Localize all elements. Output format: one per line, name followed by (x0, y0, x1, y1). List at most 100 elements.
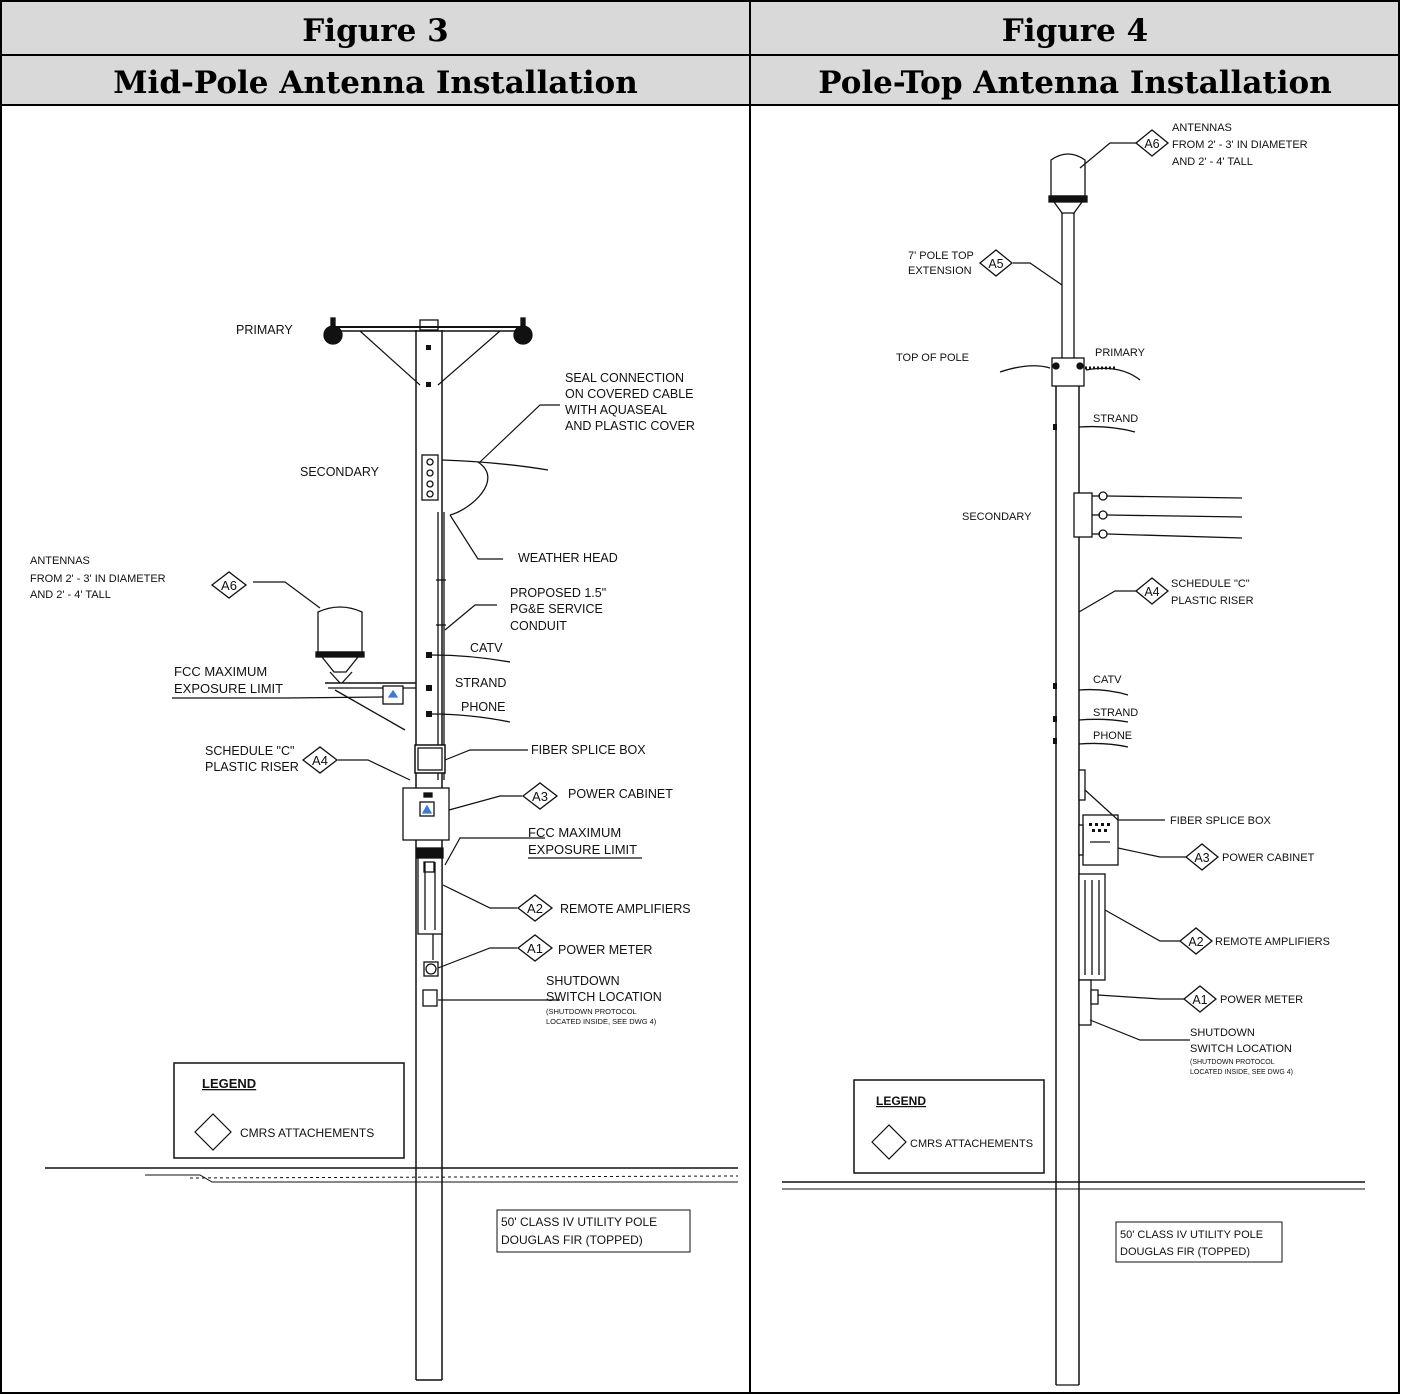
label-extension-1: 7' POLE TOP (908, 250, 974, 262)
label-fcc-2b: EXPOSURE LIMIT (528, 842, 637, 857)
label-riser-2: PLASTIC RISER (205, 760, 299, 774)
figure-4-title: Pole-Top Antenna Installation (818, 65, 1332, 101)
figure-3-labels: PRIMARY SEAL CONNECTION ON COVERED CABLE… (30, 323, 695, 1026)
figure-3-title: Mid-Pole Antenna Installation (113, 65, 638, 101)
tag-a1: A1 (1182, 985, 1218, 1013)
label-fiber: FIBER SPLICE BOX (1170, 815, 1272, 827)
tag-a5: A5 (978, 249, 1014, 277)
label-seal-4: AND PLASTIC COVER (565, 419, 695, 433)
label-phone: PHONE (461, 700, 505, 714)
svg-text:DOUGLAS FIR (TOPPED): DOUGLAS FIR (TOPPED) (1120, 1246, 1250, 1258)
label-strand: STRAND (1093, 413, 1138, 425)
figure-4-legend: LEGEND CMRS ATTACHEMENTS (853, 1079, 1045, 1174)
label-shutdown-2: SWITCH LOCATION (1190, 1043, 1292, 1055)
label-fiber: FIBER SPLICE BOX (531, 743, 646, 757)
label-shutdown-2: SWITCH LOCATION (546, 990, 662, 1004)
label-seal-1: SEAL CONNECTION (565, 371, 684, 385)
label-shutdown-note-2: LOCATED INSIDE, SEE DWG 4) (1190, 1069, 1293, 1076)
svg-text:50' CLASS IV UTILITY POLE: 50' CLASS IV UTILITY POLE (501, 1215, 657, 1229)
label-meter: POWER METER (1220, 994, 1303, 1006)
svg-text:A3: A3 (532, 789, 548, 804)
label-power-cabinet: POWER CABINET (1222, 852, 1315, 864)
label-shutdown-note-1: (SHUTDOWN PROTOCOL (546, 1007, 637, 1016)
legend-item: CMRS ATTACHEMENTS (240, 1126, 374, 1140)
legend-item: CMRS ATTACHEMENTS (910, 1138, 1033, 1150)
label-top-of-pole: TOP OF POLE (896, 352, 969, 364)
label-antennas-3: AND 2' - 4' TALL (30, 589, 111, 601)
label-strand: STRAND (455, 676, 506, 690)
figure-4-labels: ANTENNAS FROM 2' - 3' IN DIAMETER AND 2'… (896, 122, 1330, 1076)
label-conduit-1: PROPOSED 1.5" (510, 586, 606, 600)
label-strand-2: STRAND (1093, 707, 1138, 719)
figure-3-tags: A6 A4 A3 A2 A1 (210, 571, 559, 962)
label-shutdown-note-2: LOCATED INSIDE, SEE DWG 4) (546, 1017, 657, 1026)
svg-text:A2: A2 (1188, 935, 1203, 949)
label-riser-2: PLASTIC RISER (1171, 595, 1254, 607)
tag-a2: A2 (1178, 927, 1214, 955)
label-primary: PRIMARY (236, 323, 293, 337)
svg-text:A4: A4 (1144, 585, 1159, 599)
label-shutdown-note-1: (SHUTDOWN PROTOCOL (1190, 1059, 1275, 1066)
label-conduit-2: PG&E SERVICE (510, 602, 603, 616)
label-antennas-1: ANTENNAS (1172, 122, 1232, 134)
figure-3-leaders (172, 404, 642, 1001)
label-fcc-1a: FCC MAXIMUM (174, 664, 267, 679)
label-power-cabinet: POWER CABINET (568, 787, 673, 801)
svg-text:A2: A2 (527, 901, 543, 916)
label-fcc-2a: FCC MAXIMUM (528, 825, 621, 840)
figure-3-legend: LEGEND CMRS ATTACHEMENTS (173, 1062, 405, 1159)
tag-a3: A3 (521, 782, 559, 810)
label-seal-2: ON COVERED CABLE (565, 387, 694, 401)
legend-title: LEGEND (876, 1094, 926, 1108)
label-extension-2: EXTENSION (908, 265, 972, 277)
label-meter: POWER METER (558, 943, 652, 957)
tag-a4: A4 (301, 746, 339, 774)
tag-a3: A3 (1184, 843, 1220, 871)
label-secondary: SECONDARY (962, 511, 1032, 523)
tag-a6: A6 (210, 571, 248, 599)
label-seal-3: WITH AQUASEAL (565, 403, 667, 417)
figure-3-number: Figure 3 (302, 13, 449, 49)
svg-text:DOUGLAS FIR (TOPPED): DOUGLAS FIR (TOPPED) (501, 1233, 643, 1247)
header-background (2, 2, 1399, 105)
label-shutdown-1: SHUTDOWN (546, 974, 620, 988)
label-amplifiers: REMOTE AMPLIFIERS (560, 902, 691, 916)
tag-a1: A1 (516, 934, 554, 962)
tag-a2: A2 (516, 894, 554, 922)
label-amplifiers: REMOTE AMPLIFIERS (1215, 936, 1330, 948)
svg-text:A6: A6 (1144, 137, 1159, 151)
label-antennas-1: ANTENNAS (30, 555, 90, 567)
svg-text:A3: A3 (1194, 851, 1209, 865)
tag-a6: A6 (1134, 129, 1170, 157)
svg-text:A1: A1 (527, 941, 543, 956)
label-antennas-2: FROM 2' - 3' IN DIAMETER (30, 573, 166, 585)
label-catv: CATV (1093, 674, 1122, 686)
figure-4-number: Figure 4 (1001, 13, 1149, 49)
figure-4-tags: A6 A5 A4 A3 A2 A1 (978, 129, 1220, 1013)
label-conduit-3: CONDUIT (510, 619, 567, 633)
label-primary: PRIMARY (1095, 347, 1146, 359)
figure-3-drawing (45, 317, 739, 1381)
label-weather-head: WEATHER HEAD (518, 551, 618, 565)
label-fcc-1b: EXPOSURE LIMIT (174, 681, 283, 696)
label-antennas-2: FROM 2' - 3' IN DIAMETER (1172, 139, 1308, 151)
label-riser-1: SCHEDULE "C" (205, 744, 294, 758)
figure-4-pole-label: 50' CLASS IV UTILITY POLE DOUGLAS FIR (T… (1115, 1221, 1283, 1263)
label-antennas-3: AND 2' - 4' TALL (1172, 156, 1253, 168)
label-phone: PHONE (1093, 730, 1132, 742)
tag-a4: A4 (1134, 577, 1170, 605)
label-riser-1: SCHEDULE "C" (1171, 578, 1250, 590)
svg-text:A5: A5 (988, 257, 1003, 271)
svg-text:A1: A1 (1192, 993, 1207, 1007)
label-secondary: SECONDARY (300, 465, 380, 479)
label-shutdown-1: SHUTDOWN (1190, 1027, 1255, 1039)
figure-3-pole-label: 50' CLASS IV UTILITY POLE DOUGLAS FIR (T… (496, 1209, 691, 1253)
figure-4-drawing (782, 153, 1365, 1386)
legend-title: LEGEND (202, 1076, 256, 1091)
figure-4-leaders (1013, 142, 1190, 1041)
label-catv: CATV (470, 641, 503, 655)
svg-text:A6: A6 (221, 578, 237, 593)
